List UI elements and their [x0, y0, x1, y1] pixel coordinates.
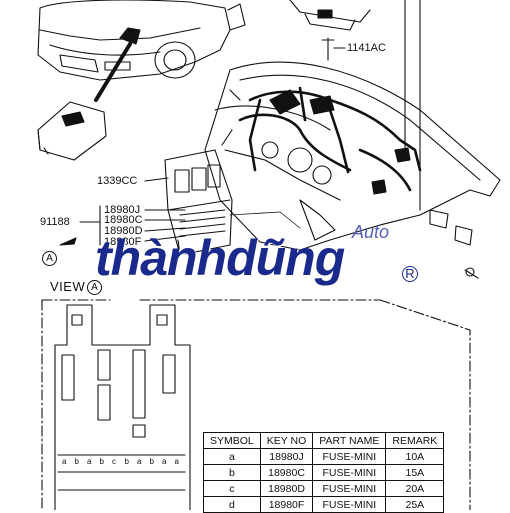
table-row: c 18980D FUSE-MINI 20A	[203, 480, 445, 497]
cell-key-no: 18980C	[259, 464, 314, 481]
callout-18980d: 18980D	[104, 225, 143, 237]
cell-key-no: 18980J	[259, 448, 314, 465]
callout-1339cc: 1339CC	[97, 175, 138, 187]
header-key-no: KEY NO	[259, 432, 314, 449]
fuse-slot-letter: c	[112, 457, 116, 466]
view-label: VIEW	[50, 279, 86, 294]
cell-part-name: FUSE-MINI	[312, 448, 387, 465]
cell-symbol: d	[203, 496, 261, 513]
cell-symbol: a	[203, 448, 261, 465]
cell-remark: 20A	[385, 480, 445, 497]
car-illustration	[37, 0, 246, 81]
view-label-marker: A	[87, 280, 103, 296]
callout-18980j: 18980J	[104, 204, 141, 216]
table-header-row: SYMBOL KEY NO PART NAME REMARK	[203, 432, 445, 449]
fuse-slot-letter: b	[74, 457, 79, 466]
watermark-brand: thànhdũng	[95, 230, 345, 286]
junction-box-cover	[37, 101, 107, 161]
cell-remark: 10A	[385, 448, 445, 465]
header-remark: REMARK	[385, 432, 445, 449]
dashboard-illustration	[204, 61, 501, 279]
view-marker: A	[40, 250, 57, 268]
callout-1141ac: 1141AC	[347, 42, 386, 54]
cell-remark: 25A	[385, 496, 445, 513]
fuse-slot-letter: a	[87, 457, 92, 466]
fuse-slot-letter: a	[174, 457, 179, 466]
fuse-slot-letter: a	[137, 457, 142, 466]
fuse-slot-letter: b	[149, 457, 154, 466]
cell-remark: 15A	[385, 464, 445, 481]
cell-symbol: c	[203, 480, 261, 497]
cell-part-name: FUSE-MINI	[312, 496, 387, 513]
fuse-slot-letter: b	[99, 457, 104, 466]
fuse-slot-letter: a	[162, 457, 167, 466]
cell-symbol: b	[203, 464, 261, 481]
cell-part-name: FUSE-MINI	[312, 480, 387, 497]
table-row: a 18980J FUSE-MINI 10A	[203, 448, 445, 465]
callout-18980c: 18980C	[104, 214, 143, 226]
callout-91188: 91188	[40, 216, 70, 228]
table-row: b 18980C FUSE-MINI 15A	[203, 464, 445, 481]
cell-key-no: 18980D	[259, 480, 314, 497]
watermark-sub: Auto	[352, 222, 390, 242]
fuse-slot-letter: b	[124, 457, 129, 466]
header-symbol: SYMBOL	[203, 432, 261, 449]
header-part-name: PART NAME	[312, 432, 387, 449]
fuse-slot-letter: a	[62, 457, 67, 466]
watermark-registered-mark: R	[402, 266, 418, 282]
fuse-box-view	[54, 304, 191, 510]
cell-key-no: 18980F	[259, 496, 314, 513]
callout-18980f: 18980F	[104, 236, 142, 248]
view-marker-letter: A	[42, 251, 57, 267]
fuse-spec-table: SYMBOL KEY NO PART NAME REMARK a 18980J …	[203, 432, 445, 513]
table-row: d 18980F FUSE-MINI 25A	[203, 496, 445, 513]
cell-part-name: FUSE-MINI	[312, 464, 387, 481]
